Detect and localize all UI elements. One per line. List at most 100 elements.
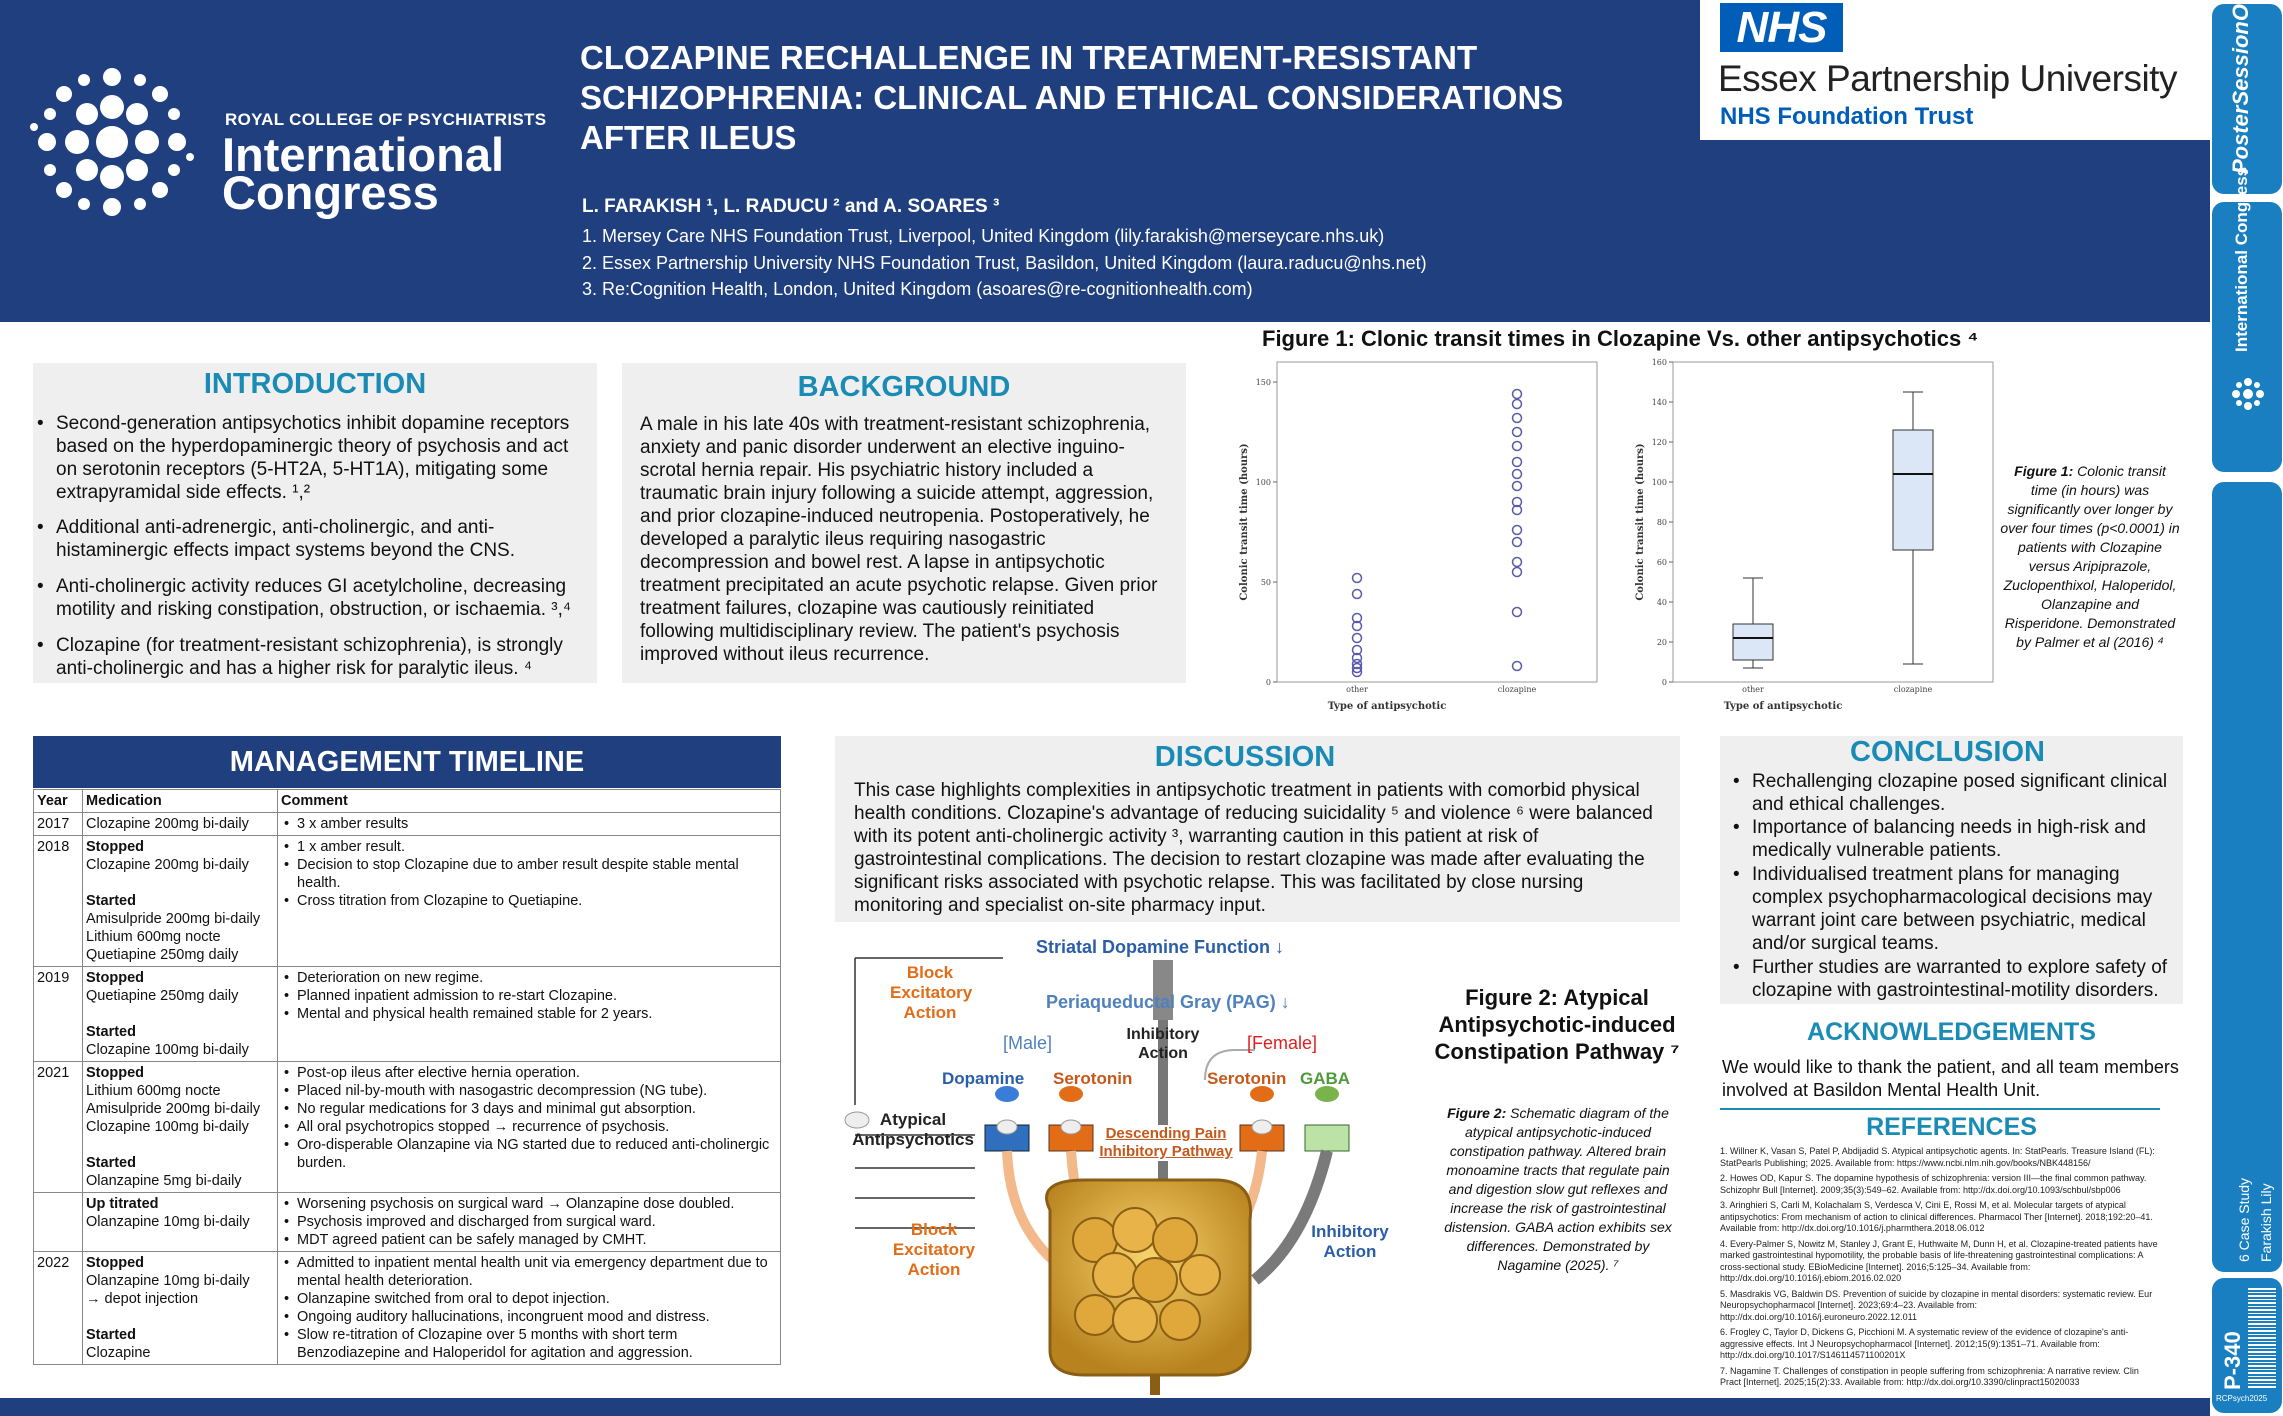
- poster-authors: L. FARAKISH ¹, L. RADUCU ² and A. SOARES…: [582, 196, 999, 218]
- figure2-title: Figure 2: Atypical Antipsychotic-induced…: [1434, 985, 1680, 1064]
- scatter-point-clozapine: [1511, 468, 1523, 480]
- scatter-point-other: [1351, 588, 1363, 600]
- timeline-comment: All oral psychotropics stopped → recurre…: [281, 1118, 777, 1136]
- medication-line: Olanzapine 10mg bi-daily: [86, 1214, 250, 1230]
- affiliation-2: 2. Essex Partnership University NHS Foun…: [582, 253, 1427, 273]
- timeline-comments: 1 x amber result.Decision to stop Clozap…: [277, 835, 781, 967]
- box-xtick-label: other: [1742, 685, 1764, 694]
- timeline-year: 2019: [33, 966, 83, 1062]
- nhs-trust-name: Essex Partnership University: [1718, 58, 2177, 99]
- strip-congress-label: International Congress: [2232, 166, 2251, 352]
- timeline-header-row: Year Medication Comment: [33, 789, 781, 813]
- poster-title: CLOZAPINE RECHALLENGE IN TREATMENT-RESIS…: [580, 39, 1564, 156]
- medication-status: Started: [86, 893, 136, 909]
- antipsychotic-molecule-3: [1251, 1119, 1273, 1135]
- conclusion-bullet-3: •Individualised treatment plans for mana…: [1733, 864, 2153, 954]
- conclusion-bullet-2: •Importance of balancing needs in high-r…: [1733, 817, 2146, 861]
- serotonin-molecule-right: [1250, 1086, 1274, 1102]
- intro-bullet-1-text: Second-generation antipsychotics inhibit…: [56, 413, 570, 503]
- introduction-title: INTRODUCTION: [203, 368, 427, 400]
- medication-line: → depot injection: [86, 1291, 199, 1307]
- medication-line: Clozapine 100mg bi-daily: [86, 1042, 249, 1058]
- affiliation-1: 1. Mersey Care NHS Foundation Trust, Liv…: [582, 226, 1385, 246]
- medication-status: Started: [86, 1327, 136, 1343]
- poster-id: P-340: [2220, 1331, 2245, 1390]
- scatter-ytick-label: 50: [1261, 578, 1271, 587]
- intestine-illustration: [1045, 1178, 1253, 1395]
- scatter-point-other: [1351, 632, 1363, 644]
- pathway-arrows-left: [855, 1134, 975, 1229]
- timeline-comment: Deterioration on new regime.: [281, 969, 777, 987]
- scatter-xtick-label: clozapine: [1498, 685, 1537, 694]
- figure2-caption-text: Schematic diagram of the atypical antips…: [1444, 1105, 1672, 1273]
- medication-status: Stopped: [86, 1255, 144, 1271]
- reference-item: 6. Frogley C, Taylor D, Dickens G, Picch…: [1720, 1327, 2129, 1360]
- references-list: 1. Willner K, Vasan S, Patel P, Abdijadi…: [1720, 1146, 2160, 1393]
- timeline-comment: Decision to stop Clozapine due to amber …: [281, 856, 777, 892]
- background-panel: [622, 363, 1186, 683]
- timeline-comment: Slow re-titration of Clozapine over 5 mo…: [281, 1326, 777, 1362]
- reference-item: 1. Willner K, Vasan S, Patel P, Abdijadi…: [1720, 1146, 2155, 1168]
- reference-item: 3. Aringhieri S, Carli M, Kolachalam S, …: [1720, 1200, 2153, 1233]
- box-ytick-label: 120: [1652, 438, 1667, 447]
- dopamine-receptor: [984, 1124, 1030, 1152]
- timeline-medication: Clozapine 200mg bi-daily: [82, 812, 278, 836]
- conclusion-bullet-4-text: Further studies are warranted to explore…: [1752, 957, 2168, 1001]
- timeline-comment: Oro-disperable Olanzapine via NG started…: [281, 1136, 777, 1172]
- timeline-comment: Cross titration from Clozapine to Quetia…: [281, 892, 777, 910]
- strip-logo-mark: [2232, 378, 2264, 410]
- timeline-year: [33, 1192, 83, 1252]
- scatter-point-clozapine: [1511, 412, 1523, 424]
- medication-line: [86, 1005, 274, 1023]
- timeline-comment: Mental and physical health remained stab…: [281, 1005, 777, 1023]
- figure1-caption-label: Figure 1:: [2014, 463, 2074, 479]
- strip-tab-case: 6 Case Study Farakish Lily: [2212, 482, 2282, 1272]
- timeline-comment: Ongoing auditory hallucinations, incongr…: [281, 1308, 777, 1326]
- figure1-caption-text: Colonic transit time (in hours) was sign…: [2000, 463, 2180, 650]
- intro-bullet-3-text: Anti-cholinergic activity reduces GI ace…: [56, 576, 572, 620]
- box-iqr-clozapine: [1892, 429, 1934, 551]
- discussion-title: DISCUSSION: [1154, 741, 1336, 773]
- figure2-caption: Figure 2: Schematic diagram of the atypi…: [1438, 1104, 1678, 1275]
- scatter-point-clozapine: [1511, 660, 1523, 672]
- label-male: [Male]: [1003, 1033, 1053, 1053]
- medication-line: Lithium 600mg nocte: [86, 929, 221, 945]
- box-ytick-label: 160: [1652, 358, 1667, 367]
- medication-line: Clozapine 100mg bi-daily: [86, 1119, 249, 1135]
- acknowledgements-title: ACKNOWLEDGEMENTS: [1807, 1018, 2096, 1046]
- medication-line: [86, 1308, 274, 1326]
- medication-line: Quetiapine 250mg daily: [86, 947, 239, 963]
- label-block-excitatory-bottom: Block Excitatory Action: [892, 1220, 976, 1279]
- medication-status: Stopped: [86, 1065, 144, 1081]
- reference-item: 4. Every-Palmer S, Nowitz M, Stanley J, …: [1720, 1238, 2158, 1284]
- col-header-comment: Comment: [277, 789, 781, 813]
- medication-status: Started: [86, 1024, 136, 1040]
- label-dopamine: Dopamine: [942, 1069, 1025, 1088]
- box-ytick-label: 100: [1652, 478, 1667, 487]
- neural-spine-top: [1153, 960, 1173, 1020]
- timeline-comment: Admitted to inpatient mental health unit…: [281, 1254, 777, 1290]
- gaba-molecule: [1315, 1086, 1339, 1102]
- label-inhibitory-right: Inhibitory Action: [1311, 1222, 1389, 1261]
- figure2-caption-label: Figure 2:: [1447, 1105, 1507, 1121]
- label-descending-pain-pathway: Descending Pain Inhibitory Pathway: [1096, 1125, 1236, 1161]
- medication-line: Amisulpride 200mg bi-daily: [86, 911, 261, 927]
- female-pathway-line: [1204, 1049, 1255, 1081]
- strip-author-label: Farakish Lily: [2258, 1183, 2274, 1262]
- strip-tag: RCPsych2025: [2216, 1394, 2268, 1403]
- label-serotonin-left: Serotonin: [1053, 1069, 1133, 1088]
- intro-bullet-2-text: Additional anti-adrenergic, anti-choline…: [56, 517, 516, 561]
- figure2-diagram: [844, 957, 1350, 1395]
- col-header-medication: Medication: [82, 789, 278, 813]
- timeline-year: 2021: [33, 1061, 83, 1193]
- conclusion-bullet-1: •Rechallenging clozapine posed significa…: [1733, 771, 2168, 815]
- authors-text: L. FARAKISH ¹, L. RADUCU ² and A. SOARES…: [582, 196, 1000, 217]
- reference-item: 5. Masdrakis VG, Baldwin DS. Prevention …: [1720, 1288, 2153, 1322]
- introduction-panel: [33, 363, 597, 683]
- box-plot-area: [1672, 361, 1994, 683]
- scatter-ytick-label: 150: [1256, 378, 1271, 387]
- timeline-year: 2022: [33, 1251, 83, 1365]
